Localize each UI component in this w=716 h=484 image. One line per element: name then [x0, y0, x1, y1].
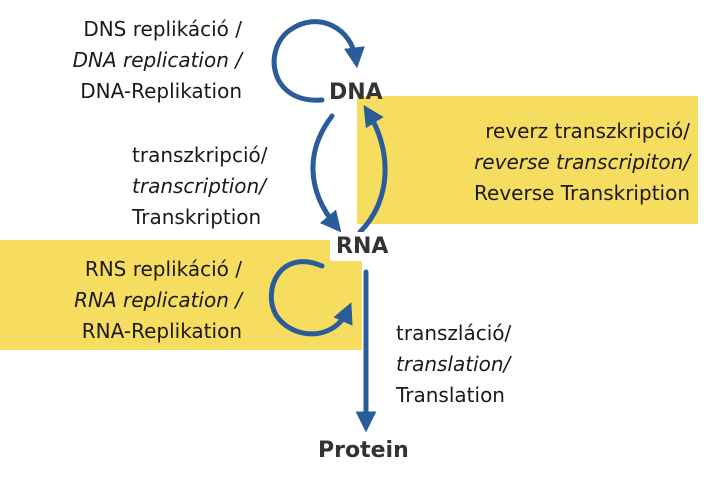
reverse-transcription-label: reverz transzkripció/ reverse transcripi… — [474, 119, 690, 205]
rna-replication-arrow — [268, 259, 353, 337]
reverse-transcription-highlight — [357, 96, 698, 224]
transcription-label: transzkripció/ transcription/ Transkript… — [132, 143, 268, 229]
node-rna: RNA — [330, 232, 395, 261]
node-dna: DNA — [329, 80, 383, 105]
dna-replication-arrow — [271, 19, 365, 103]
reverse-transcription-arrow — [357, 104, 388, 235]
rna-replication-label: RNS replikáció / RNA replication / RNA-R… — [74, 257, 242, 343]
node-protein: Protein — [318, 438, 409, 463]
dna-replication-label: DNS replikáció / DNA replication / DNA-R… — [72, 17, 242, 103]
translation-label: transzláció/ translation/ Translation — [396, 321, 512, 407]
transcription-arrow — [310, 113, 342, 233]
